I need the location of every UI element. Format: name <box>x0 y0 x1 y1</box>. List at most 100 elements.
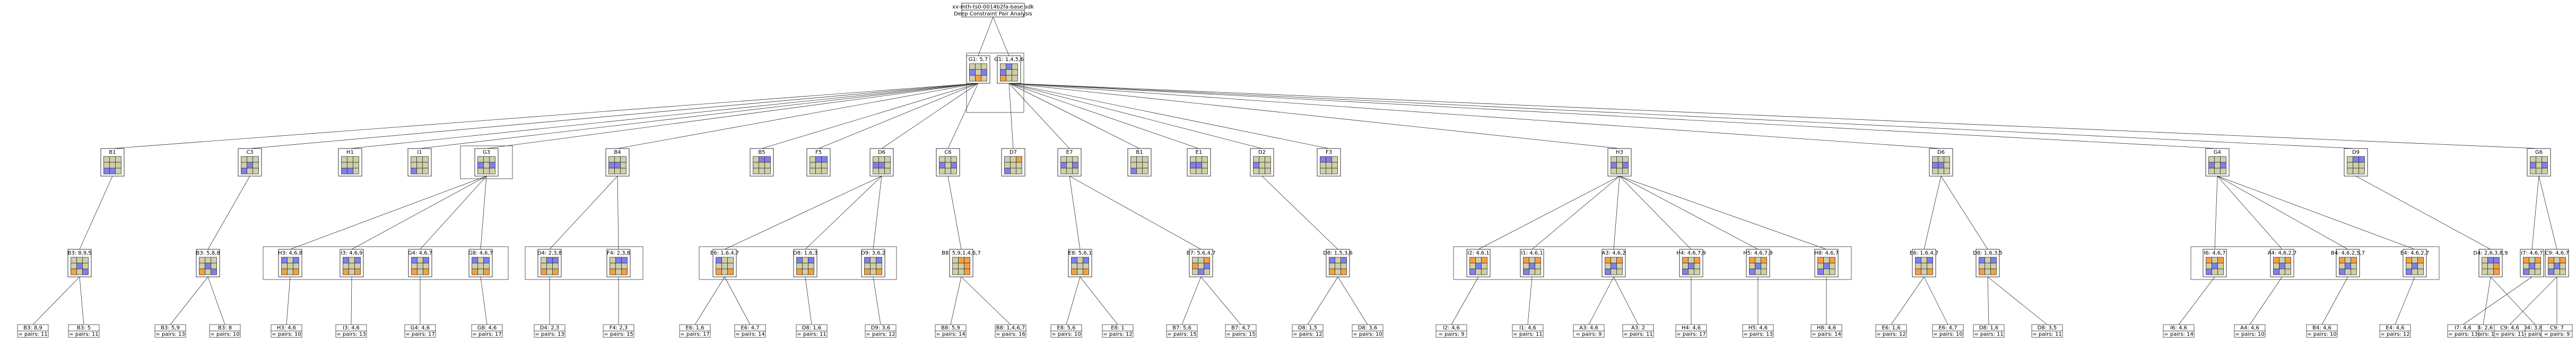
grid-cell <box>1004 168 1011 175</box>
node-grid <box>1329 257 1347 275</box>
grid-cell <box>483 268 490 275</box>
grid-cell <box>293 263 299 269</box>
grid-cell <box>1335 263 1341 269</box>
grid-cell <box>1761 268 1767 275</box>
tree-edge <box>1008 83 1199 149</box>
grid-cell <box>347 162 353 169</box>
node-label: D6 <box>878 150 885 155</box>
level2-node: D7 <box>1001 148 1025 177</box>
tree-edge <box>1008 83 2356 149</box>
node-grid <box>810 156 828 175</box>
grid-cell <box>1130 162 1137 169</box>
grid-cell <box>1529 263 1535 269</box>
grid-cell <box>341 168 347 175</box>
level2-node: D2 <box>1250 148 1274 177</box>
leaf-name: B8: 1,4,6,7 <box>996 325 1025 331</box>
level2-node: F3 <box>1317 148 1341 177</box>
leaf-pairs-box <box>1292 330 1324 338</box>
leaf-pairs: = pairs: 13 <box>535 332 564 337</box>
tree-edge <box>1200 276 1241 325</box>
grid-cell <box>1979 268 1985 275</box>
grid-cell <box>2554 263 2560 269</box>
leaf-pairs: = pairs: 10 <box>2307 332 2336 337</box>
grid-cell <box>864 268 871 275</box>
leaf-name: E4: 4,6 <box>2386 325 2404 331</box>
node-grid <box>2406 257 2424 275</box>
grid-cell <box>2285 257 2291 264</box>
leaf-node: B4: 4,6= pairs: 10 <box>2306 324 2338 338</box>
leaf-node: B3: 8= pairs: 10 <box>209 324 241 338</box>
tree-edge <box>1613 176 1620 250</box>
grid-cell <box>620 168 626 175</box>
level2-node: B1 <box>100 148 125 177</box>
grid-cell <box>411 257 417 264</box>
grid-cell <box>608 156 615 163</box>
grid-cell <box>353 168 359 175</box>
grid-cell <box>951 168 957 175</box>
grid-cell <box>2217 263 2224 269</box>
node-label: H3 <box>1616 150 1623 155</box>
grid-cell <box>1006 63 1012 70</box>
tree-edge <box>873 276 881 325</box>
grid-cell <box>103 168 110 175</box>
leaf-pairs: = pairs: 14 <box>735 332 764 337</box>
grid-cell <box>2214 156 2221 163</box>
grid-cell <box>1253 156 1259 163</box>
tree-edge <box>207 276 225 325</box>
grid-cell <box>2206 268 2212 275</box>
node-label: H4: 4,6,7,9 <box>1676 250 1705 256</box>
leaf-node: A4: 4,6= pairs: 10 <box>2234 324 2266 338</box>
tree-edge <box>2483 276 2491 325</box>
grid-cell <box>1688 263 1694 269</box>
node-grid <box>1979 257 1997 275</box>
grid-cell <box>1761 257 1767 264</box>
grid-cell <box>1077 257 1083 264</box>
level2-node: H3 <box>1607 148 1632 177</box>
tree-edge <box>2490 276 2536 325</box>
tree-edge <box>1619 176 1827 250</box>
leaf-pairs-box <box>1573 330 1605 338</box>
grid-cell <box>1259 168 1265 175</box>
grid-cell <box>417 263 423 269</box>
tree-edge <box>978 16 994 56</box>
leaf-pairs: = pairs: 13 <box>1743 332 1772 337</box>
grid-cell <box>1083 263 1089 269</box>
grid-cell <box>349 263 355 269</box>
tree-edge <box>480 276 488 325</box>
node-grid <box>716 257 734 275</box>
grid-cell <box>1329 263 1335 269</box>
grid-cell <box>615 268 622 275</box>
leaf-name: D8: 3,5 <box>2038 325 2057 331</box>
grid-cell <box>2208 168 2215 175</box>
grid-cell <box>2208 156 2215 163</box>
tree-edge <box>2462 276 2533 325</box>
grid-cell <box>981 75 987 82</box>
grid-cell <box>1136 162 1143 169</box>
grid-cell <box>423 268 429 275</box>
grid-cell <box>483 156 490 163</box>
grid-cell <box>1142 168 1148 175</box>
leaf-node: E6: 4,7= pairs: 10 <box>1932 324 1964 338</box>
node-grid <box>753 156 771 175</box>
grid-cell <box>1326 162 1332 169</box>
node-grid <box>2206 257 2224 275</box>
level2-node: E1 <box>1187 148 1211 177</box>
tree-edge <box>350 83 979 149</box>
leaf-pairs-box <box>1932 330 1964 338</box>
leaf-node: D8: 1,6= pairs: 11 <box>1973 324 2005 338</box>
grid-cell <box>2493 268 2500 275</box>
grid-cell <box>472 263 478 269</box>
grid-cell <box>1535 263 1541 269</box>
grid-cell <box>483 263 490 269</box>
grid-cell <box>411 263 417 269</box>
node-label: H3: 4,6,8 <box>278 250 302 256</box>
grid-cell <box>1072 168 1078 175</box>
grid-cell <box>759 162 765 169</box>
tree-edge <box>286 276 291 325</box>
node-grid <box>341 156 359 175</box>
level3-node: G4: 4,6,7 <box>408 249 432 277</box>
grid-cell <box>810 162 816 169</box>
leaf-name: C9: 7 <box>2550 325 2564 331</box>
tree-edge <box>1619 176 1692 250</box>
grid-cell <box>2482 257 2488 264</box>
